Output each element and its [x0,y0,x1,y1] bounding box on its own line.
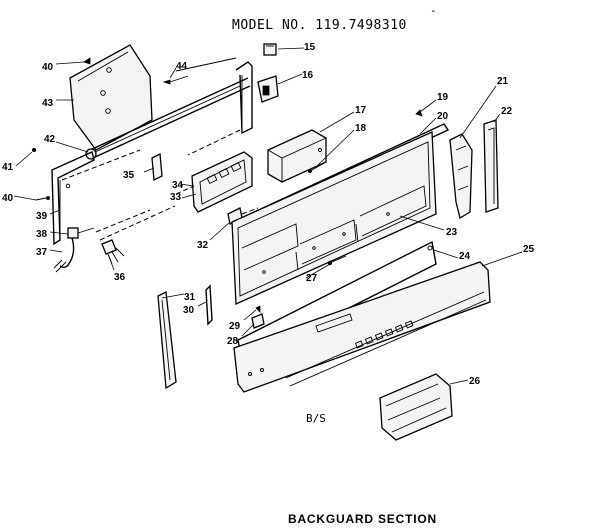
callout-35: 35 [123,170,135,181]
part-21-side-trim [449,133,473,220]
section-title: BACKGUARD SECTION [288,512,437,526]
part-18-screw [307,161,327,173]
part-30-bracket [205,284,213,326]
callout-22: 22 [501,106,513,117]
callout-23: 23 [446,227,458,238]
callout-42: 42 [44,134,56,145]
part-40-screws [35,57,91,201]
callout-37: 37 [36,247,48,258]
corner-mark: - [430,4,437,17]
callout-25: 25 [523,244,535,255]
leader-lines [13,47,523,385]
part-31-end-bracket [157,291,177,390]
callout-43: 43 [42,98,54,109]
part-33-clock-housing [175,151,253,213]
callout-labels: 15 16 17 18 19 20 21 22 23 24 25 26 27 2… [2,42,535,387]
part-23-control-panel [231,131,437,305]
callout-40-side: 40 [2,193,14,204]
part-39-side-bracket [51,149,176,246]
model-number-title: MODEL NO. 119.7498310 [232,17,407,34]
part-25-front-bar [233,261,491,393]
part-44-screw [162,57,237,85]
part-16-switch [257,75,279,103]
part-26-trim-cap [379,373,453,441]
part-15-knob [263,43,277,56]
part-41-screw [32,147,37,152]
callout-17: 17 [355,105,367,116]
callout-31: 31 [184,292,196,303]
callout-32: 32 [197,240,209,251]
callout-21: 21 [497,76,509,87]
callout-27: 27 [306,273,318,284]
callout-19: 19 [437,92,449,103]
callout-16: 16 [302,70,314,81]
callout-39: 39 [36,211,48,222]
part-37-38-wiring [53,227,95,273]
callout-30: 30 [183,305,195,316]
callout-33: 33 [170,192,182,203]
callout-34: 34 [172,180,184,191]
part-27-screw [327,255,347,266]
part-43-back-panel [69,44,153,151]
callout-29: 29 [229,321,241,332]
callout-44: 44 [176,61,188,72]
part-17-box [267,129,327,183]
sub-label: B/S [306,412,326,425]
part-22-side-trim [483,119,499,213]
callout-15: 15 [304,42,316,53]
callout-26: 26 [469,376,481,387]
callout-36: 36 [114,272,126,283]
callout-41: 41 [2,162,14,173]
rear-bracket [187,61,253,156]
callout-40-top: 40 [42,62,54,73]
part-35-clip [151,152,163,182]
callout-18: 18 [355,123,367,134]
callout-38: 38 [36,229,48,240]
callout-20: 20 [437,111,449,122]
callout-24: 24 [459,251,471,262]
part-36-terminal [101,239,125,265]
callout-28: 28 [227,336,239,347]
